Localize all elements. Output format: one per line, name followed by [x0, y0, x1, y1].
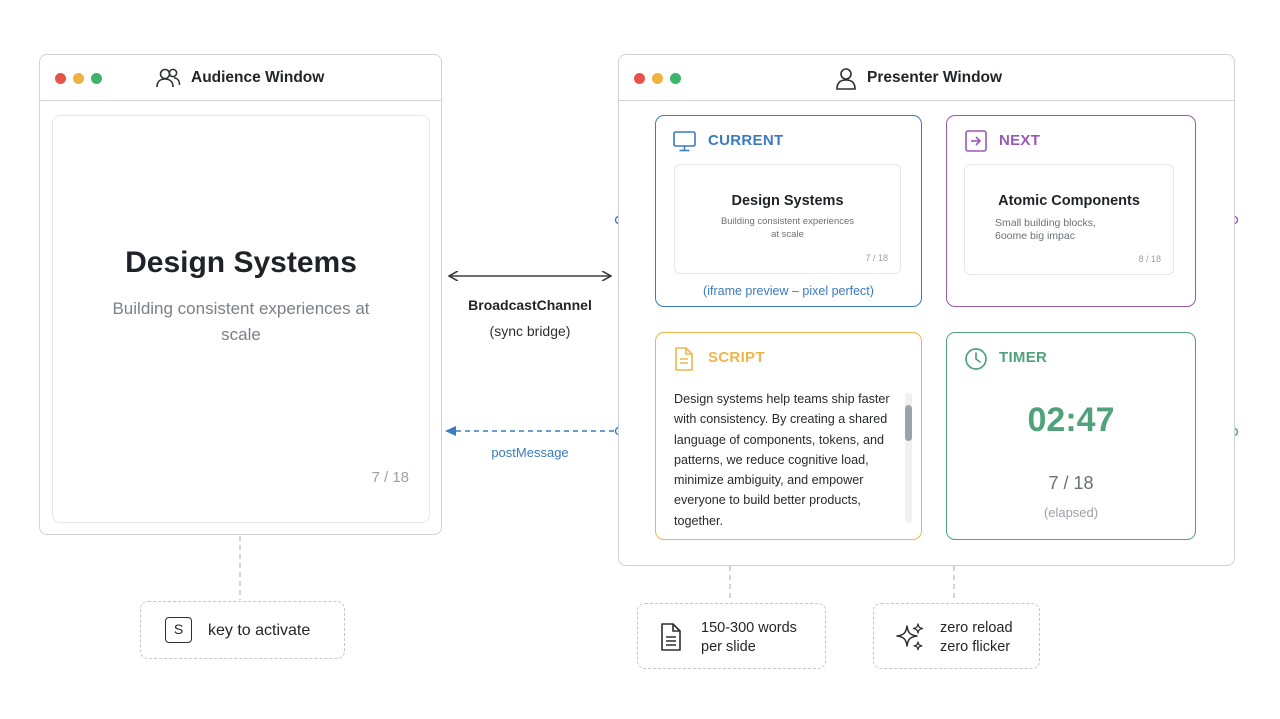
words-line-2: per slide	[701, 639, 756, 655]
timer-value: 02:47	[1027, 401, 1115, 439]
words-callout: 150-300 words per slide	[637, 603, 826, 669]
document-icon	[675, 347, 693, 371]
key-callout: S key to activate	[140, 601, 345, 659]
audience-window-title: Audience Window	[191, 69, 325, 86]
timer-page-number: 7 / 18	[1048, 473, 1094, 493]
audience-titlebar: Audience Window	[40, 55, 441, 101]
sparkles-icon	[896, 623, 924, 651]
user-icon	[836, 68, 856, 90]
users-icon	[156, 68, 181, 88]
monitor-icon	[673, 131, 696, 152]
current-slide-subtitle: Building consistent experiences at scale	[720, 216, 855, 240]
next-slide-title: Atomic Components	[998, 193, 1140, 209]
audience-page-number: 7 / 18	[371, 469, 409, 486]
iframe-caption: (iframe preview – pixel perfect)	[703, 284, 874, 298]
next-slide-subtitle: Small building blocks, 6oome big impac	[995, 217, 1096, 242]
audience-slide-title: Design Systems	[125, 246, 357, 279]
words-line-1: 150-300 words	[701, 620, 797, 636]
clock-icon	[965, 348, 987, 370]
keyboard-key-icon: S	[165, 617, 192, 643]
current-slide-preview: Design Systems Building consistent exper…	[674, 164, 901, 274]
close-dot[interactable]	[55, 73, 66, 84]
next-slide-page: 8 / 18	[1138, 254, 1161, 264]
next-label: NEXT	[999, 132, 1041, 149]
minimize-dot[interactable]	[652, 73, 663, 84]
timer-label: TIMER	[999, 349, 1048, 366]
current-panel[interactable]: CURRENT Design Systems Building consiste…	[655, 115, 922, 307]
audience-slide-subtitle: Building consistent experiences at scale	[112, 299, 370, 344]
next-slide-preview: Atomic Components Small building blocks,…	[964, 164, 1174, 275]
presenter-titlebar: Presenter Window	[619, 55, 1234, 101]
broadcast-channel-label: BroadcastChannel	[468, 297, 592, 313]
minimize-dot[interactable]	[73, 73, 84, 84]
document-icon	[661, 623, 681, 651]
script-text: Design systems help teams ship faster wi…	[674, 392, 890, 528]
current-label: CURRENT	[708, 132, 784, 149]
key-letter: S	[173, 621, 184, 637]
maximize-dot[interactable]	[670, 73, 681, 84]
next-panel[interactable]: NEXT Atomic Components Small building bl…	[946, 115, 1196, 307]
current-slide-page: 7 / 18	[865, 253, 888, 263]
postmessage-label: postMessage	[491, 445, 569, 460]
audience-slide: Design Systems Building consistent exper…	[52, 115, 430, 523]
script-label: SCRIPT	[708, 349, 765, 366]
close-dot[interactable]	[634, 73, 645, 84]
key-callout-text: key to activate	[208, 622, 311, 639]
timer-elapsed-note: (elapsed)	[1043, 505, 1099, 520]
reload-line-1: zero reload	[940, 620, 1013, 636]
sync-bridge-label: (sync bridge)	[489, 323, 571, 339]
postmessage-arrowhead	[445, 426, 456, 436]
reload-callout: zero reload zero flicker	[873, 603, 1040, 669]
arrow-right-box-icon	[965, 130, 987, 152]
script-scrollbar-track[interactable]	[905, 393, 912, 523]
presenter-window-title: Presenter Window	[867, 69, 1003, 86]
script-panel[interactable]: SCRIPT Design systems help teams ship fa…	[655, 332, 922, 540]
maximize-dot[interactable]	[91, 73, 102, 84]
audience-window: Audience Window Design Systems Building …	[39, 54, 442, 535]
timer-panel[interactable]: TIMER 02:47 7 / 18 (elapsed)	[946, 332, 1196, 540]
script-scrollbar-thumb[interactable]	[905, 405, 912, 441]
reload-line-2: zero flicker	[940, 639, 1011, 655]
current-slide-title: Design Systems	[731, 193, 844, 209]
